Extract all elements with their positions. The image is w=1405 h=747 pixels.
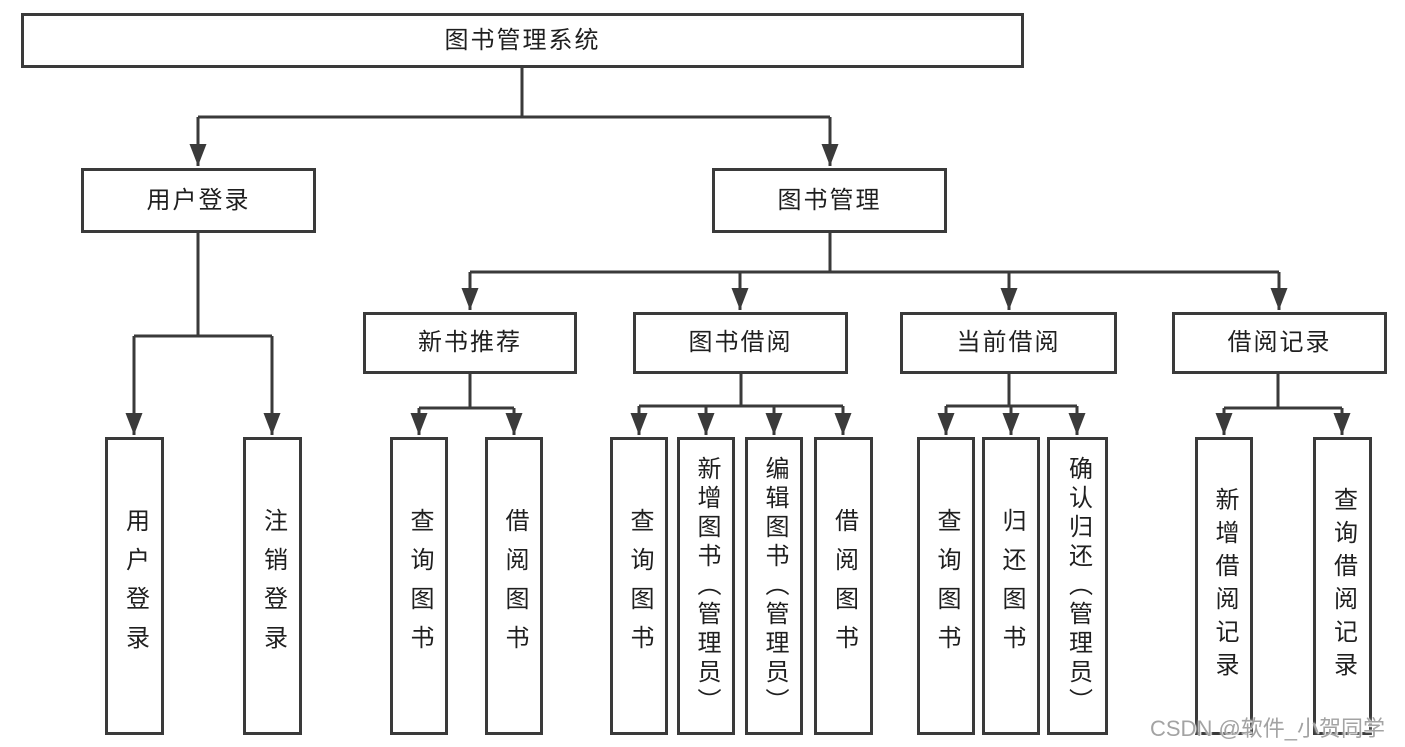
node-confirm-return-admin: 确认归还（管理员） [1047, 437, 1108, 735]
node-root: 图书管理系统 [21, 13, 1024, 68]
node-book-management: 图书管理 [712, 168, 947, 233]
node-user-login-leaf: 用户登录 [105, 437, 164, 735]
node-edit-book-admin-label: 编辑图书（管理员） [761, 455, 788, 717]
node-edit-book-admin: 编辑图书（管理员） [745, 437, 803, 735]
node-query-books-current: 查询图书 [917, 437, 975, 735]
node-user-login: 用户登录 [81, 168, 316, 233]
node-borrowing-records: 借阅记录 [1172, 312, 1387, 374]
node-current-borrowing: 当前借阅 [900, 312, 1117, 374]
node-query-books-borrowing-label: 查询图书 [626, 508, 653, 664]
node-add-book-admin: 新增图书（管理员） [677, 437, 735, 735]
node-borrowing-records-label: 借阅记录 [1227, 329, 1332, 356]
node-add-borrow-record: 新增借阅记录 [1195, 437, 1253, 735]
node-query-borrow-record-label: 查询借阅记录 [1329, 487, 1357, 685]
node-current-borrowing-label: 当前借阅 [956, 329, 1061, 356]
node-return-books: 归还图书 [982, 437, 1040, 735]
node-user-login-leaf-label: 用户登录 [121, 508, 149, 664]
node-borrow-books-borrowing-label: 借阅图书 [830, 508, 858, 664]
node-root-label: 图书管理系统 [444, 26, 601, 54]
node-book-borrowing: 图书借阅 [633, 312, 848, 374]
node-logout-label: 注销登录 [259, 508, 287, 664]
node-borrow-books-recommend: 借阅图书 [485, 437, 543, 735]
node-user-login-label: 用户登录 [146, 186, 251, 214]
node-add-book-admin-label: 新增图书（管理员） [693, 455, 720, 717]
node-book-borrowing-label: 图书借阅 [688, 329, 793, 356]
node-new-book-recommendation-label: 新书推荐 [418, 329, 522, 356]
node-query-books-borrowing: 查询图书 [610, 437, 668, 735]
node-return-books-label: 归还图书 [998, 508, 1025, 664]
node-add-borrow-record-label: 新增借阅记录 [1211, 487, 1238, 685]
node-book-management-label: 图书管理 [777, 186, 882, 214]
node-query-books-recommend: 查询图书 [390, 437, 448, 735]
node-logout: 注销登录 [243, 437, 302, 735]
node-query-borrow-record: 查询借阅记录 [1313, 437, 1372, 735]
node-query-books-recommend-label: 查询图书 [406, 508, 433, 664]
node-query-books-current-label: 查询图书 [933, 508, 960, 664]
node-confirm-return-admin-label: 确认归还（管理员） [1064, 455, 1092, 717]
node-borrow-books-recommend-label: 借阅图书 [501, 508, 528, 664]
node-new-book-recommendation: 新书推荐 [363, 312, 577, 374]
watermark: CSDN @软件_小贺同学 [1150, 716, 1386, 741]
node-borrow-books-borrowing: 借阅图书 [814, 437, 873, 735]
